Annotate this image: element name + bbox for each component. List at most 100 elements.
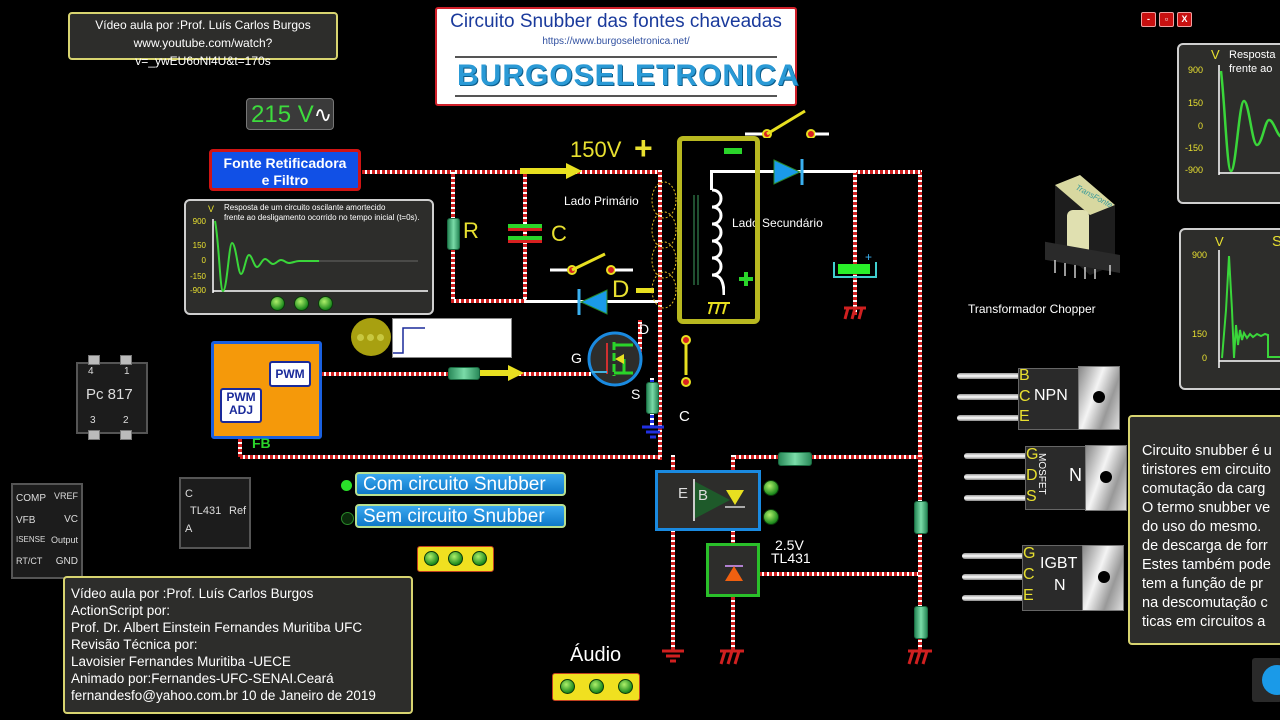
mosfet-transistor[interactable]: G D S MOSFET N bbox=[962, 445, 1127, 511]
minimize-button[interactable]: - bbox=[1141, 12, 1156, 27]
chip-pc817[interactable]: 4 1 Pc 817 3 2 bbox=[76, 362, 148, 434]
video-credit-author: Vídeo aula por :Prof. Luís Carlos Burgos bbox=[95, 18, 311, 32]
pwm-square-wave-icon bbox=[393, 327, 425, 354]
ground-cap-icon bbox=[843, 306, 866, 320]
minus-sign-primary bbox=[636, 288, 654, 293]
npn-transistor[interactable]: B C E NPN bbox=[955, 365, 1120, 430]
minus-sign-secondary bbox=[724, 148, 742, 154]
mosfet-drain-label: D bbox=[639, 321, 650, 337]
mount-hole bbox=[1098, 571, 1110, 583]
optocoupler-block[interactable]: E B bbox=[655, 470, 761, 531]
zener-icon bbox=[725, 565, 743, 581]
info-button[interactable] bbox=[1262, 665, 1280, 695]
decrease-button[interactable] bbox=[763, 509, 779, 525]
scope-tick: 0 bbox=[1197, 121, 1203, 131]
logo-url[interactable]: https://www.burgoseletronica.net/ bbox=[542, 36, 690, 47]
rectifier-filter-block[interactable]: Fonte Retificadora e Filtro bbox=[209, 149, 361, 191]
transformer-core[interactable] bbox=[677, 136, 760, 324]
pin-label: B bbox=[1019, 367, 1030, 384]
lead bbox=[962, 574, 1024, 580]
with-snubber-button[interactable]: Com circuito Snubber bbox=[355, 472, 566, 496]
voltage-value: 215 V bbox=[251, 101, 314, 128]
part-name: IGBT bbox=[1040, 555, 1078, 572]
switch-secondary[interactable] bbox=[745, 108, 830, 138]
credit-line: Animado por:Fernandes-UFC-SENAI.Ceará bbox=[71, 671, 334, 686]
page-title: Circuito Snubber das fontes chaveadas bbox=[450, 11, 782, 32]
playback-controls bbox=[417, 546, 494, 572]
divider-resistor-top[interactable] bbox=[914, 501, 928, 534]
part-name: NPN bbox=[1034, 387, 1068, 404]
increase-button[interactable] bbox=[763, 480, 779, 496]
stop-button[interactable] bbox=[448, 551, 463, 566]
audio-next-button[interactable] bbox=[618, 679, 633, 694]
video-credit-box: Vídeo aula por :Prof. Luís Carlos Burgos… bbox=[68, 12, 338, 68]
logo-rail-top bbox=[455, 56, 777, 58]
gate-arrow-icon bbox=[476, 365, 524, 381]
switch-c[interactable] bbox=[676, 330, 696, 400]
ground-tl431-icon bbox=[719, 649, 744, 665]
wire-primary-top bbox=[362, 170, 662, 174]
pwm-controller-block[interactable]: PWM PWM ADJ bbox=[211, 341, 322, 439]
igbt-transistor[interactable]: G C E IGBT N bbox=[960, 545, 1125, 611]
chip-tl431[interactable]: C TL431 Ref A bbox=[179, 477, 251, 549]
divider-resistor-bottom[interactable] bbox=[914, 606, 928, 639]
package-body bbox=[1018, 368, 1080, 430]
lead bbox=[964, 474, 1029, 480]
scope-next-button[interactable] bbox=[318, 296, 333, 311]
mosfet-source-label: S bbox=[631, 386, 641, 402]
wire-primary-winding bbox=[658, 170, 662, 460]
scope-play-button[interactable] bbox=[294, 296, 309, 311]
without-snubber-button[interactable]: Sem circuito Snubber bbox=[355, 504, 566, 528]
prev-button[interactable] bbox=[424, 551, 439, 566]
credit-line: fernandesfo@yahoo.com.br 10 de Janeiro d… bbox=[71, 688, 376, 703]
video-credit-url[interactable]: www.youtube.com/watch?v=_ywEU6oNl4U&t=17… bbox=[133, 36, 273, 68]
ground-opto-icon bbox=[662, 649, 684, 663]
diode-d-icon bbox=[577, 289, 608, 315]
led-resistor[interactable] bbox=[778, 452, 812, 466]
close-button[interactable]: X bbox=[1177, 12, 1192, 27]
pwm-waveform-display bbox=[392, 318, 512, 358]
r-label: R bbox=[463, 218, 479, 243]
scope-prev-button[interactable] bbox=[270, 296, 285, 311]
pin-label: 3 bbox=[90, 415, 96, 426]
info-line: ticas em circuitos a bbox=[1142, 614, 1266, 630]
gate-resistor[interactable] bbox=[448, 367, 480, 380]
info-line: comutação da carg bbox=[1142, 481, 1266, 497]
restore-button[interactable]: ▫ bbox=[1159, 12, 1174, 27]
switch-primary[interactable] bbox=[550, 252, 635, 277]
tl431-voltage-label: 2.5V bbox=[775, 537, 804, 553]
switch-c-label: C bbox=[679, 408, 690, 425]
pin-label: C bbox=[1019, 388, 1031, 405]
resistor-r[interactable] bbox=[447, 218, 460, 250]
pin-label: E bbox=[1023, 587, 1034, 604]
diode-secondary-icon bbox=[773, 159, 804, 185]
radio-with-snubber[interactable] bbox=[341, 480, 352, 491]
scope-small-desc-2: frente ao desligamento ocorrido no tempo… bbox=[224, 213, 420, 222]
mosfet-switch-icon[interactable] bbox=[587, 330, 647, 390]
ground-divider-icon bbox=[907, 649, 932, 665]
lead bbox=[962, 595, 1024, 601]
pin-label: G bbox=[1026, 446, 1039, 463]
pin-label: C bbox=[1023, 566, 1035, 583]
next-button[interactable] bbox=[472, 551, 487, 566]
scope-tick: 150 bbox=[1191, 329, 1207, 339]
scope-tick: 900 bbox=[1191, 250, 1207, 260]
source-resistor[interactable] bbox=[646, 382, 659, 414]
tl431-block[interactable] bbox=[706, 543, 760, 597]
credits-box: Vídeo aula por :Prof. Luís Carlos Burgos… bbox=[63, 576, 413, 714]
transformer-caption: Transformador Chopper bbox=[968, 302, 1096, 316]
scope-right-top: V Resposta frente ao 900 150 0 -150 -900 bbox=[1177, 43, 1280, 204]
package-body bbox=[1022, 545, 1084, 611]
knob-dot bbox=[367, 334, 374, 341]
rectifier-label-1: Fonte Retificadora bbox=[223, 155, 347, 171]
audio-prev-button[interactable] bbox=[560, 679, 575, 694]
output-capacitor[interactable]: + bbox=[832, 252, 882, 280]
chip-pwm-controller[interactable]: COMP VFB ISENSE RT/CT VREF VC Output GND bbox=[11, 483, 83, 579]
pulse-generator-knob[interactable] bbox=[351, 318, 391, 356]
audio-play-button[interactable] bbox=[589, 679, 604, 694]
capacitor-c[interactable] bbox=[508, 222, 544, 248]
chip-pin bbox=[120, 430, 132, 440]
radio-without-snubber[interactable] bbox=[341, 512, 354, 525]
wire-opto-top bbox=[731, 455, 923, 459]
scope-right-bottom-axis-label: V bbox=[1215, 234, 1224, 249]
